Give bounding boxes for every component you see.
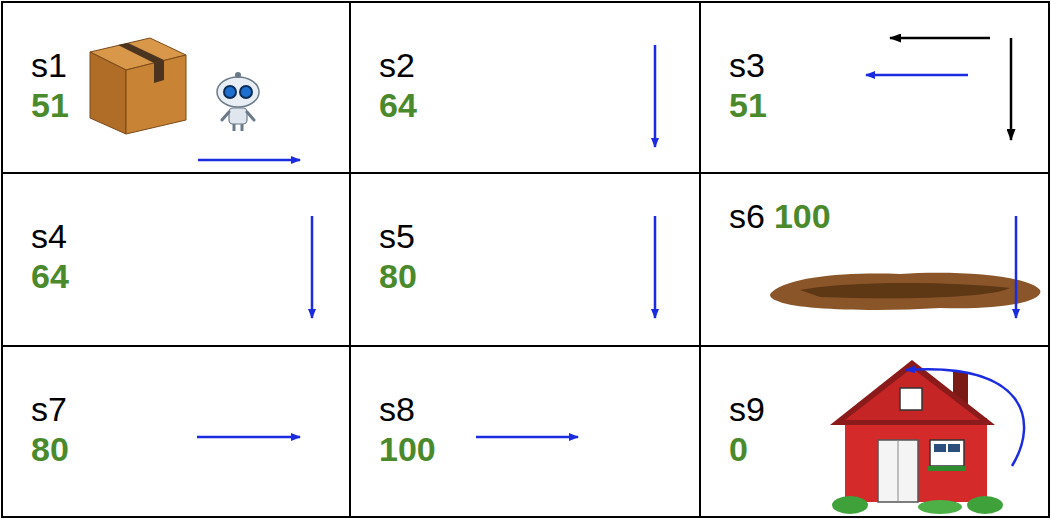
grid-cell: s580	[349, 172, 701, 347]
state-name: s2	[379, 45, 417, 85]
package-box	[90, 38, 186, 134]
state-name: s6	[729, 196, 765, 236]
state-value: 0	[729, 429, 765, 469]
cell-text: s780	[31, 389, 69, 469]
mud-puddle	[770, 273, 1040, 310]
grid-cell: s6100	[699, 172, 1050, 347]
cell-text: s151	[31, 45, 69, 125]
cell-text: s8100	[379, 389, 436, 469]
cell-text: s90	[729, 389, 765, 469]
state-value: 64	[379, 85, 417, 125]
robot-icon	[217, 72, 259, 131]
house-icon	[830, 360, 1003, 514]
grid-cell: s464	[1, 172, 351, 347]
grid-cell: s780	[1, 345, 351, 518]
state-name: s4	[31, 216, 69, 256]
state-name: s1	[31, 45, 69, 85]
state-name: s9	[729, 389, 765, 429]
state-value: 100	[379, 429, 436, 469]
cell-text: s580	[379, 216, 417, 296]
state-name: s7	[31, 389, 69, 429]
grid-cell: s90	[699, 345, 1050, 518]
policy-arrows	[197, 45, 1024, 466]
grid-cell: s151	[1, 1, 351, 174]
state-value: 80	[379, 256, 417, 296]
cell-text: s464	[31, 216, 69, 296]
grid-cell: s351	[699, 1, 1050, 174]
state-value: 100	[774, 196, 831, 236]
cell-text: s6100	[729, 196, 840, 236]
state-name: s8	[379, 389, 436, 429]
state-value: 51	[31, 85, 69, 125]
state-value: 51	[729, 85, 767, 125]
grid-cell: s8100	[349, 345, 701, 518]
alternative-arrows	[890, 38, 1011, 140]
state-name: s3	[729, 45, 767, 85]
state-name: s5	[379, 216, 417, 256]
cell-text: s351	[729, 45, 767, 125]
state-value: 64	[31, 256, 69, 296]
state-value: 80	[31, 429, 69, 469]
grid-cell: s264	[349, 1, 701, 174]
cell-text: s264	[379, 45, 417, 125]
